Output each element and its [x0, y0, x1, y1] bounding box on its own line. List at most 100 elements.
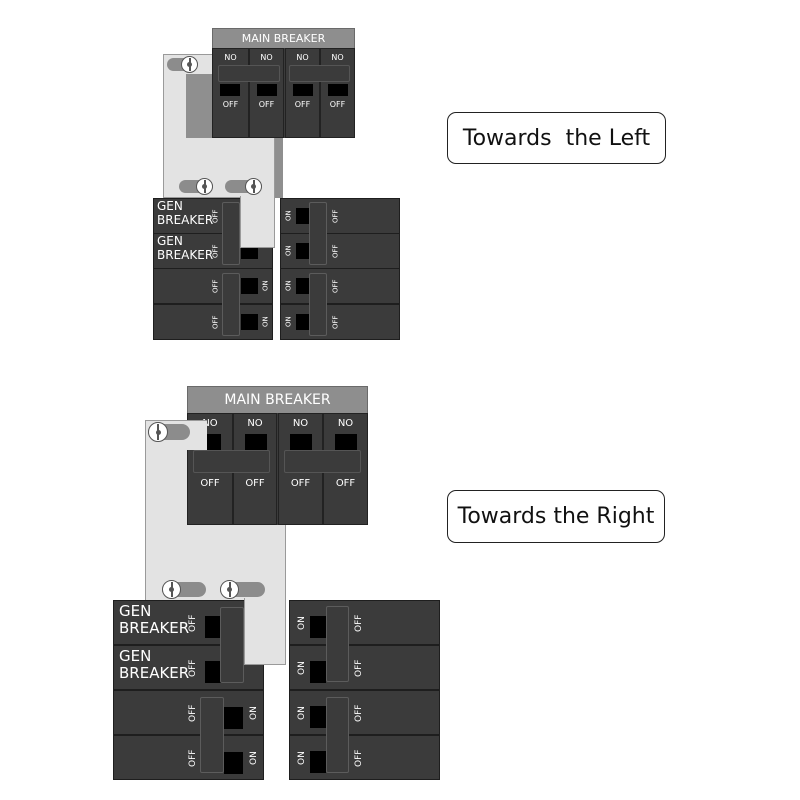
- pole-off-label: OFF: [335, 478, 356, 489]
- screw-knob-icon[interactable]: [196, 178, 213, 195]
- interlock-slider[interactable]: [167, 56, 198, 73]
- breaker-window: [224, 752, 243, 774]
- on-label: ON: [297, 751, 307, 765]
- pole-on-label: NO: [202, 418, 218, 429]
- off-label: OFF: [188, 749, 198, 767]
- pole-on-label: NO: [247, 418, 263, 429]
- on-label: ON: [297, 616, 307, 630]
- on-label: ON: [284, 316, 293, 328]
- off-label: OFF: [331, 209, 340, 223]
- breaker-window: [224, 707, 243, 729]
- interlock-slider[interactable]: [220, 580, 265, 599]
- pole-switch-window: [290, 434, 312, 451]
- off-label: OFF: [354, 704, 364, 722]
- off-label: OFF: [354, 659, 364, 677]
- branch-breaker-handle[interactable]: [200, 697, 224, 773]
- off-label: OFF: [354, 614, 364, 632]
- off-label: OFF: [211, 279, 220, 293]
- pole-switch-window: [293, 84, 313, 96]
- interlock-slider[interactable]: [179, 178, 213, 195]
- screw-knob-icon[interactable]: [181, 56, 198, 73]
- interlock-slider[interactable]: [225, 178, 262, 195]
- pole-off-label: OFF: [258, 100, 275, 109]
- screw-knob-icon[interactable]: [245, 178, 262, 195]
- caption-box: Towards the Left: [447, 112, 666, 164]
- pole-switch-window: [257, 84, 277, 96]
- off-label: OFF: [188, 659, 198, 677]
- screw-knob-icon[interactable]: [220, 580, 239, 599]
- on-label: ON: [284, 280, 293, 292]
- pole-off-label: OFF: [294, 100, 311, 109]
- pole-off-label: OFF: [290, 478, 311, 489]
- caption-box: Towards the Right: [447, 490, 665, 543]
- pole-on-label: NO: [292, 418, 309, 429]
- on-label: ON: [284, 210, 293, 222]
- breaker-window: [205, 616, 222, 638]
- plate-edge-strip: [275, 138, 283, 198]
- screw-knob-icon[interactable]: [148, 422, 168, 442]
- branch-breaker-handle[interactable]: [309, 202, 327, 265]
- pole-switch-window: [220, 84, 240, 96]
- on-label: ON: [297, 706, 307, 720]
- main-breaker-header: MAIN BREAKER: [212, 28, 355, 48]
- gen-breaker-label: GEN BREAKER: [157, 234, 214, 262]
- pole-off-label: OFF: [222, 100, 239, 109]
- on-label: ON: [297, 661, 307, 675]
- breaker-window: [310, 751, 326, 773]
- diagram-towards-right: MAIN BREAKER NO OFF NO OFF NO OFF NO OFF OFF ON OFF…: [0, 380, 800, 800]
- branch-breaker-handle[interactable]: [309, 273, 327, 336]
- plate-shadow-strip: [186, 74, 212, 138]
- breaker-window: [241, 278, 258, 294]
- off-label: OFF: [211, 315, 220, 329]
- breaker-window: [310, 661, 326, 683]
- screw-knob-icon[interactable]: [162, 580, 181, 599]
- gen-breaker-handle[interactable]: [220, 607, 244, 683]
- pole-on-label: NO: [337, 418, 354, 429]
- off-label: OFF: [331, 279, 340, 293]
- on-label: ON: [284, 245, 293, 257]
- pole-on-label: NO: [296, 53, 309, 62]
- gen-breaker-label: GEN BREAKER: [119, 602, 190, 638]
- pole-switch-window: [245, 434, 267, 451]
- pole-switch-window: [328, 84, 348, 96]
- off-label: OFF: [188, 704, 198, 722]
- main-handle-tie-bar[interactable]: [284, 450, 361, 473]
- on-label: ON: [261, 316, 270, 328]
- breaker-window: [310, 706, 326, 728]
- interlock-slider[interactable]: [162, 580, 206, 599]
- interlock-slider[interactable]: [148, 422, 190, 442]
- breaker-window: [296, 314, 309, 330]
- off-label: OFF: [331, 315, 340, 329]
- on-label: ON: [249, 706, 259, 720]
- off-label: OFF: [354, 749, 364, 767]
- pole-switch-window: [335, 434, 357, 451]
- breaker-window: [296, 243, 309, 259]
- interlock-plate-extension: [244, 598, 286, 665]
- gen-breaker-label: GEN BREAKER: [157, 199, 214, 227]
- pole-on-label: NO: [331, 53, 344, 62]
- pole-on-label: NO: [260, 53, 273, 62]
- breaker-window: [241, 314, 258, 330]
- diagram-towards-left: MAIN BREAKER NO OFF NO OFF NO OFF NO OFF OFF ON OFF…: [0, 0, 800, 380]
- breaker-window: [296, 208, 309, 224]
- pole-off-label: OFF: [200, 478, 220, 489]
- pole-on-label: NO: [224, 53, 237, 62]
- breaker-window: [205, 661, 222, 683]
- main-handle-tie-bar[interactable]: [289, 65, 350, 82]
- gen-breaker-label: GEN BREAKER: [119, 647, 190, 683]
- breaker-window: [310, 616, 326, 638]
- main-breaker-header: MAIN BREAKER: [187, 386, 368, 413]
- main-handle-tie-bar[interactable]: [218, 65, 280, 82]
- off-label: OFF: [331, 244, 340, 258]
- main-handle-tie-bar[interactable]: [193, 450, 270, 473]
- branch-breaker-handle[interactable]: [326, 697, 349, 773]
- branch-breaker-handle[interactable]: [326, 606, 349, 682]
- interlock-plate-extension: [240, 196, 275, 248]
- on-label: ON: [249, 751, 259, 765]
- branch-breaker[interactable]: [280, 268, 400, 304]
- off-label: OFF: [188, 614, 198, 632]
- gen-breaker-handle[interactable]: [222, 202, 240, 265]
- branch-breaker-handle[interactable]: [222, 273, 240, 336]
- breaker-window: [296, 278, 309, 294]
- pole-off-label: OFF: [245, 478, 265, 489]
